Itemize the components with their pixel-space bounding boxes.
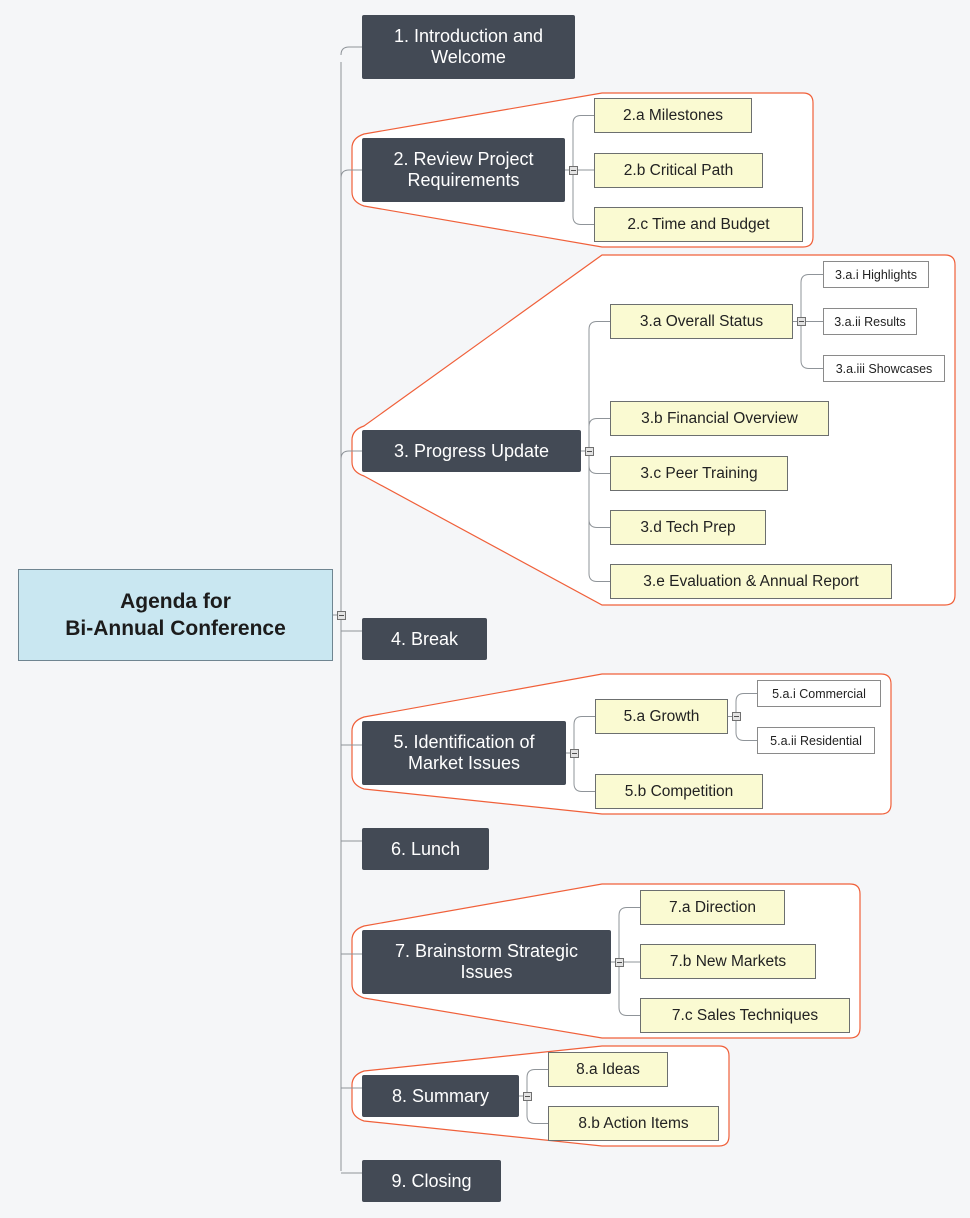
subtopic-2-a[interactable]: 2.a Milestones	[594, 98, 752, 133]
topic-connector	[340, 450, 362, 460]
topic-4[interactable]: 4. Break	[362, 618, 487, 660]
subtopic-7-a-label: 7.a Direction	[668, 898, 756, 916]
topic-9[interactable]: 9. Closing	[362, 1160, 501, 1202]
item-3-a-ii[interactable]: 3.a.ii Results	[823, 308, 917, 335]
subtopic-2-b-label: 2.b Critical Path	[623, 161, 734, 179]
collapse-toggle[interactable]	[336, 610, 346, 620]
subtopic-connector	[588, 321, 610, 451]
subtopic-8-b-label: 8.b Action Items	[578, 1114, 689, 1132]
subtopic-connector	[618, 962, 640, 1016]
item-5-a-i-label: 5.a.i Commercial	[772, 686, 866, 701]
topic-connector	[340, 46, 362, 56]
item-3-a-ii-label: 3.a.ii Results	[834, 314, 906, 329]
central-topic-label: Agenda for Bi-Annual Conference	[65, 590, 286, 640]
subtopic-8-b[interactable]: 8.b Action Items	[548, 1106, 719, 1141]
item-5-a-ii-label: 5.a.ii Residential	[770, 733, 862, 748]
subtopic-5-b-label: 5.b Competition	[624, 782, 734, 800]
subtopic-3-c[interactable]: 3.c Peer Training	[610, 456, 788, 491]
subtopic-connector	[588, 451, 610, 582]
subtopic-3-c-label: 3.c Peer Training	[640, 464, 758, 482]
subtopic-7-a[interactable]: 7.a Direction	[640, 890, 785, 925]
subtopic-3-e[interactable]: 3.e Evaluation & Annual Report	[610, 564, 892, 599]
subtopic-5-a-label: 5.a Growth	[623, 707, 700, 725]
topic-connector	[340, 169, 362, 179]
subtopic-7-b-label: 7.b New Markets	[669, 952, 787, 970]
collapse-toggle[interactable]	[584, 446, 594, 456]
subtopic-2-c[interactable]: 2.c Time and Budget	[594, 207, 803, 242]
topic-8[interactable]: 8. Summary	[362, 1075, 519, 1117]
item-3-a-i[interactable]: 3.a.i Highlights	[823, 261, 929, 288]
collapse-toggle[interactable]	[614, 957, 624, 967]
subtopic-5-a[interactable]: 5.a Growth	[595, 699, 728, 734]
item-connector	[735, 693, 757, 717]
topic-4-label: 4. Break	[390, 628, 459, 649]
topic-3[interactable]: 3. Progress Update	[362, 430, 581, 472]
subtopic-3-d[interactable]: 3.d Tech Prep	[610, 510, 766, 545]
subtopic-3-e-label: 3.e Evaluation & Annual Report	[643, 572, 859, 590]
subtopic-3-d-label: 3.d Tech Prep	[640, 518, 736, 536]
topic-5-label: 5. Identification of Market Issues	[393, 732, 535, 773]
subtopic-3-a[interactable]: 3.a Overall Status	[610, 304, 793, 339]
item-5-a-ii[interactable]: 5.a.ii Residential	[757, 727, 875, 754]
topic-1[interactable]: 1. Introduction and Welcome	[362, 15, 575, 79]
collapse-toggle[interactable]	[569, 748, 579, 758]
item-3-a-iii-label: 3.a.iii Showcases	[835, 361, 933, 376]
collapse-toggle[interactable]	[731, 712, 741, 721]
collapse-toggle[interactable]	[796, 317, 806, 326]
subtopic-connector	[573, 716, 595, 753]
item-3-a-iii[interactable]: 3.a.iii Showcases	[823, 355, 945, 382]
item-3-a-i-label: 3.a.i Highlights	[835, 267, 917, 282]
topic-7-label: 7. Brainstorm Strategic Issues	[394, 941, 579, 982]
subtopic-connector	[572, 115, 594, 170]
topic-6[interactable]: 6. Lunch	[362, 828, 489, 870]
subtopic-3-b-label: 3.b Financial Overview	[641, 409, 798, 427]
subtopic-7-c-label: 7.c Sales Techniques	[671, 1006, 819, 1024]
subtopic-3-b[interactable]: 3.b Financial Overview	[610, 401, 829, 436]
subtopic-8-a[interactable]: 8.a Ideas	[548, 1052, 668, 1087]
item-5-a-i[interactable]: 5.a.i Commercial	[757, 680, 881, 707]
collapse-toggle[interactable]	[568, 165, 578, 175]
topic-3-label: 3. Progress Update	[393, 440, 550, 461]
subtopic-connector	[572, 170, 594, 225]
subtopic-3-a-label: 3.a Overall Status	[639, 312, 764, 330]
item-connector	[800, 321, 823, 369]
subtopic-5-b[interactable]: 5.b Competition	[595, 774, 763, 809]
item-connector	[800, 274, 823, 322]
subtopic-connector	[526, 1069, 548, 1096]
topic-1-label: 1. Introduction and Welcome	[393, 26, 544, 67]
topic-6-label: 6. Lunch	[390, 838, 461, 859]
subtopic-8-a-label: 8.a Ideas	[576, 1060, 640, 1078]
subtopic-2-b[interactable]: 2.b Critical Path	[594, 153, 763, 188]
topic-8-label: 8. Summary	[391, 1085, 490, 1106]
topic-9-label: 9. Closing	[391, 1170, 472, 1191]
topic-7[interactable]: 7. Brainstorm Strategic Issues	[362, 930, 611, 994]
topic-2-label: 2. Review Project Requirements	[393, 149, 534, 190]
topic-5[interactable]: 5. Identification of Market Issues	[362, 721, 566, 785]
subtopic-connector	[588, 418, 610, 451]
topic-2[interactable]: 2. Review Project Requirements	[362, 138, 565, 202]
subtopic-7-b[interactable]: 7.b New Markets	[640, 944, 816, 979]
subtopic-2-a-label: 2.a Milestones	[623, 106, 723, 124]
subtopic-2-c-label: 2.c Time and Budget	[627, 215, 770, 233]
item-connector	[735, 716, 757, 741]
subtopic-connector	[526, 1096, 548, 1124]
subtopic-connector	[573, 753, 595, 792]
subtopic-7-c[interactable]: 7.c Sales Techniques	[640, 998, 850, 1033]
collapse-toggle[interactable]	[522, 1091, 532, 1101]
central-topic[interactable]: Agenda for Bi-Annual Conference	[18, 569, 333, 661]
subtopic-connector	[618, 907, 640, 962]
